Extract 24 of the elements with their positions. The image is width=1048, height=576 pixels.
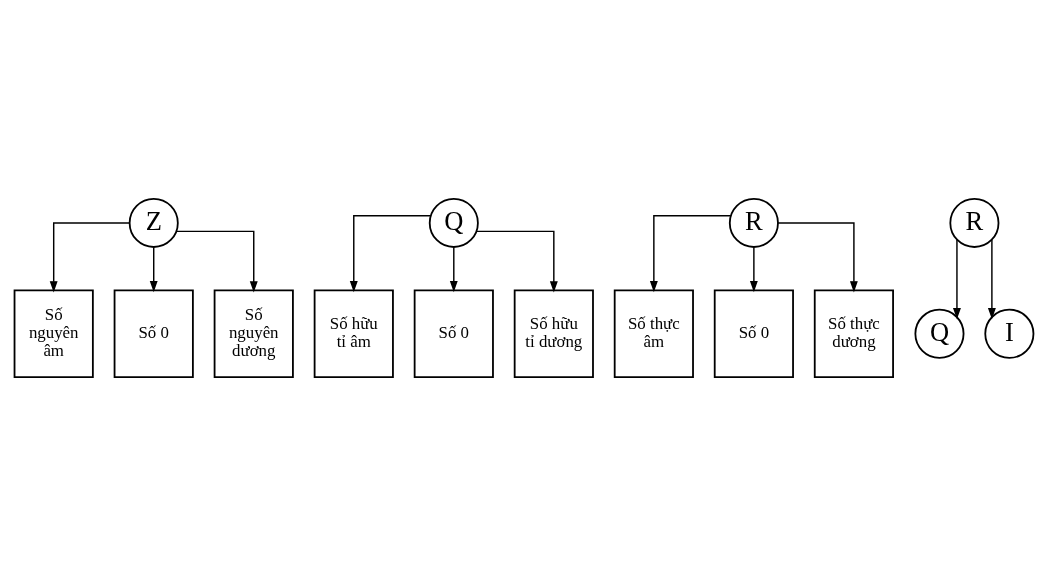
arrow <box>749 246 758 293</box>
arrow <box>49 222 131 293</box>
arrow <box>349 214 432 293</box>
node-box: Số thực dương <box>813 289 894 379</box>
node-box: Số hữu tỉ âm <box>313 289 394 379</box>
node-box: Số nguyên dương <box>213 289 294 379</box>
node-box: Số 0 <box>413 289 494 379</box>
arrow <box>149 246 158 293</box>
arrow <box>777 222 858 293</box>
node-box: Số nguyên âm <box>13 289 94 379</box>
arrow <box>987 239 996 320</box>
node-circle: Q <box>428 197 479 248</box>
node-box: Số hữu tỉ dương <box>513 289 594 379</box>
node-circle: Z <box>128 197 179 248</box>
node-box: Số 0 <box>113 289 194 379</box>
node-circle: R <box>728 197 779 248</box>
node-box: Số 0 <box>713 289 794 379</box>
arrow <box>175 230 258 293</box>
node-circle: R <box>949 197 1000 248</box>
arrow <box>952 239 961 320</box>
node-box: Số thực âm <box>613 289 694 379</box>
arrow <box>449 246 458 293</box>
arrow <box>475 230 558 293</box>
arrow <box>649 214 732 293</box>
